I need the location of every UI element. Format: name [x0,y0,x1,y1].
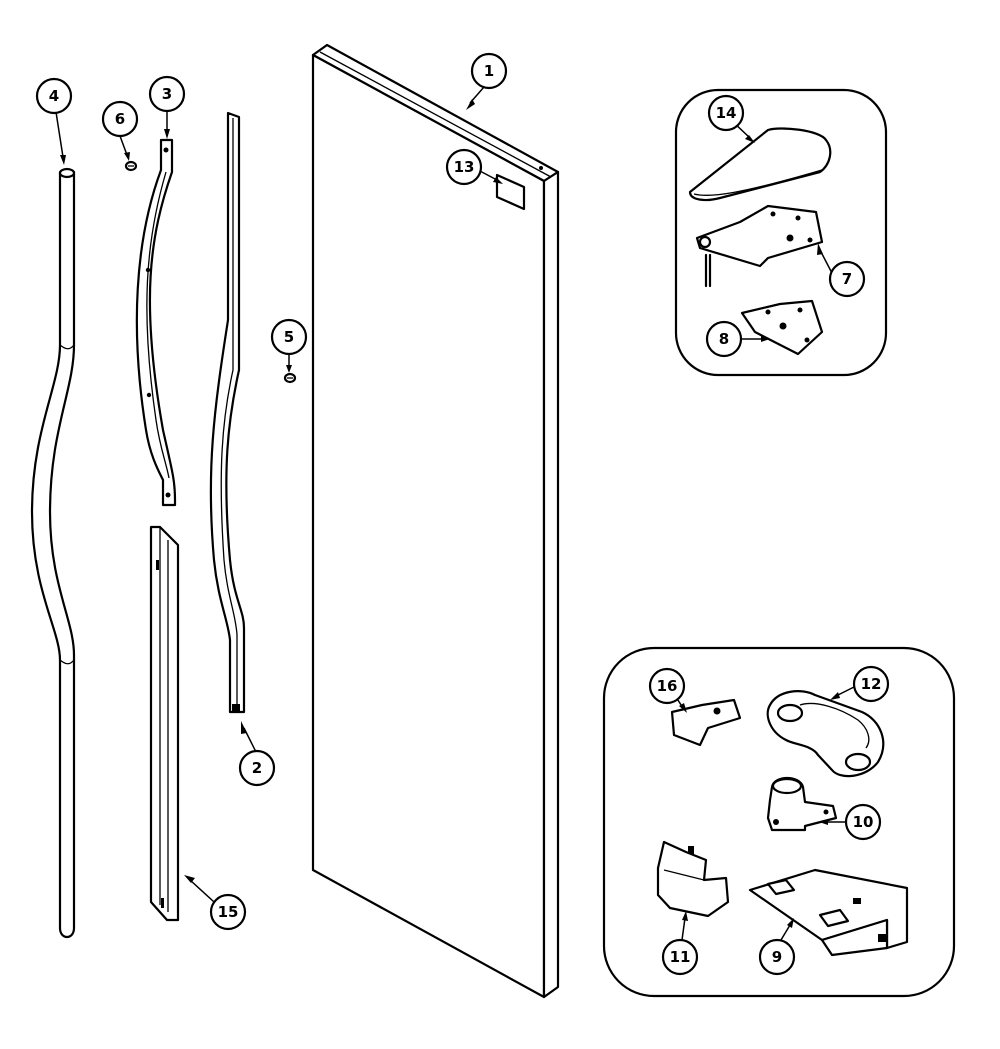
callout-11: 11 [661,938,699,976]
callout-14: 14 [707,94,745,132]
svg-text:14: 14 [716,104,737,122]
callout-7: 7 [828,260,866,298]
svg-text:3: 3 [162,85,172,103]
svg-text:2: 2 [252,759,262,777]
screw-panel [283,372,297,384]
svg-text:6: 6 [115,110,125,128]
bottom-hinge-group [602,646,956,998]
svg-text:10: 10 [853,813,874,831]
callout-8: 8 [705,320,743,358]
svg-text:12: 12 [861,675,882,693]
callout-12: 12 [852,665,890,703]
svg-text:1: 1 [484,62,494,80]
callout-13: 13 [445,148,483,186]
label-plate [495,173,526,211]
svg-text:5: 5 [284,328,294,346]
callout-5: 5 [270,318,308,356]
callout-6: 6 [101,100,139,138]
svg-text:16: 16 [657,677,678,695]
svg-text:7: 7 [842,270,852,288]
top-hinge-group [674,88,888,377]
callout-9: 9 [758,938,796,976]
callout-4: 4 [35,77,73,115]
svg-text:9: 9 [772,948,782,966]
handle-trim-upper [135,138,177,507]
svg-text:15: 15 [218,903,239,921]
door-panel [311,43,560,999]
screw-small [124,160,138,172]
callout-1: 1 [470,52,508,90]
callout-16: 16 [648,667,686,705]
trim-strip-lower [149,525,180,922]
svg-text:8: 8 [719,330,729,348]
callout-15: 15 [209,893,247,931]
callout-10: 10 [844,803,882,841]
door-handle [30,167,76,939]
handle-trim-long [209,111,246,714]
svg-text:4: 4 [49,87,59,105]
callout-3: 3 [148,75,186,113]
svg-text:11: 11 [670,948,691,966]
svg-text:13: 13 [454,158,475,176]
leader-lines [55,86,857,941]
callout-2: 2 [238,749,276,787]
